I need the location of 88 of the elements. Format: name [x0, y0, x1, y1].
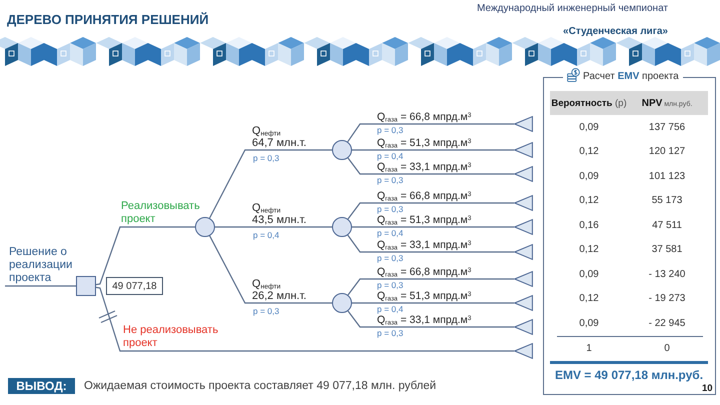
probability-label: p = 0,4: [253, 230, 280, 240]
table-cell-text: 37 581: [650, 244, 684, 256]
branch-label: Реализовывать проект: [121, 200, 201, 226]
end-triangle: [514, 295, 533, 311]
branch-line: [5, 285, 76, 287]
probability-label: p = 0,4: [377, 304, 404, 314]
table-cell-text: 0,12: [578, 293, 600, 304]
end-triangle: [514, 116, 533, 132]
table-cell-text: 0,09: [578, 122, 600, 133]
branch-line: [347, 123, 514, 142]
branch-line: [348, 310, 514, 328]
decision-label: Решение о реализации проекта: [9, 246, 74, 285]
end-triangle: [514, 166, 533, 182]
branch-line: [96, 226, 195, 286]
outcome-label: Q$_{газа}$ = 51,3 мпрд.м$^{3}$: [377, 290, 472, 302]
table-cell-text: - 19 273: [648, 293, 686, 304]
table-cell-text: 47 511: [651, 220, 683, 231]
panel-heading: Расчет EMV проекта: [583, 70, 679, 84]
table-cell-text: 0,12: [578, 244, 600, 256]
outcome-label: Q$_{газа}$ = 66,8 мпрд.м$^{3}$: [377, 111, 472, 123]
chance-circle: [332, 293, 352, 313]
outcome-label: Q$_{нефти}$ 64,7 млн.т.: [252, 125, 308, 149]
total-cell-text: 1: [585, 343, 593, 354]
column-header: Вероятность (p): [550, 98, 628, 108]
outcome-label: Q$_{газа}$ = 33,1 мпрд.м$^{3}$: [377, 161, 472, 173]
end-triangle: [514, 244, 533, 260]
table-cell-text: - 22 945: [648, 318, 686, 329]
branch-line: [347, 234, 514, 253]
probability-label: p = 0,3: [377, 175, 404, 185]
conclusion-badge: ВЫВОД:: [8, 378, 75, 394]
probability-label: p = 0,3: [377, 204, 404, 214]
probability-label: p = 0,3: [253, 153, 280, 163]
emv-result: EMV = 49 077,18 млн.руб.: [554, 368, 704, 382]
outcome-label: Q$_{газа}$ = 66,8 мпрд.м$^{3}$: [377, 190, 472, 202]
probability-label: p = 0,3: [253, 306, 280, 316]
table-cell-text: 0,12: [578, 146, 600, 158]
table-cell-text: 120 127: [648, 146, 686, 158]
letterhead-text: «Студенческая лига»: [563, 26, 668, 38]
total-cell-text: 0: [663, 343, 671, 354]
branch-line: [96, 286, 514, 352]
table-cell-text: 101 123: [648, 170, 686, 182]
end-triangle: [514, 271, 533, 287]
branch-line: [348, 202, 514, 220]
outcome-label: Q$_{газа}$ = 51,3 мпрд.м$^{3}$: [377, 137, 472, 149]
table-cell-text: 0,09: [578, 318, 600, 329]
probability-label: p = 0,3: [377, 125, 404, 135]
branch-line: [352, 226, 514, 228]
table-cell-text: 0,12: [578, 195, 600, 206]
value-box: 49 077,18: [106, 277, 163, 295]
branch-line: [352, 302, 514, 304]
outcome-label: Q$_{нефти}$ 43,5 млн.т.: [252, 202, 308, 226]
branch-line: [352, 149, 514, 151]
outcome-label: Q$_{нефти}$ 26,2 млн.т.: [252, 278, 308, 302]
table-cell-text: 0,09: [578, 170, 600, 182]
chance-circle: [332, 140, 352, 160]
page-number: 10: [702, 384, 713, 394]
branch-label: Не реализовывать проект: [123, 324, 220, 350]
probability-label: p = 0,3: [377, 253, 404, 263]
chance-circle: [195, 217, 215, 237]
table-cell-text: 55 173: [650, 195, 684, 206]
branch-line: [215, 226, 332, 228]
outcome-label: Q$_{газа}$ = 33,1 мпрд.м$^{3}$: [377, 314, 472, 326]
end-triangle: [514, 195, 533, 211]
table-cell-text: - 13 240: [648, 268, 686, 280]
end-triangle: [514, 319, 533, 335]
end-triangle: [514, 142, 533, 158]
slide-title: ДЕРЕВО ПРИНЯТИЯ РЕШЕНИЙ: [7, 12, 209, 28]
decision-square: [76, 276, 96, 296]
table-cell-text: 137 756: [648, 122, 686, 133]
probability-label: p = 0,4: [377, 228, 404, 238]
emv-panel: [543, 67, 716, 395]
letterhead-text: Международный инженерный чемпионат: [476, 3, 668, 15]
conclusion-text: Ожидаемая стоимость проекта составляет 49 077,18 млн. рублей: [84, 379, 436, 393]
table-cell-text: 0,09: [578, 268, 600, 280]
probability-label: p = 0,4: [377, 151, 404, 161]
branch-line: [209, 236, 332, 304]
branch-line: [348, 158, 514, 175]
end-triangle: [514, 219, 533, 235]
outcome-label: Q$_{газа}$ = 51,3 мпрд.м$^{3}$: [377, 214, 472, 226]
outcome-label: Q$_{газа}$ = 33,1 мпрд.м$^{3}$: [377, 239, 472, 251]
branch-line: [209, 149, 332, 218]
table-cell-text: 0,16: [578, 220, 600, 231]
outcome-label: Q$_{газа}$ = 66,8 мпрд.м$^{3}$: [377, 266, 472, 278]
branch-line: [348, 278, 514, 296]
probability-label: p = 0,3: [377, 280, 404, 290]
probability-label: p = 0,3: [377, 328, 404, 338]
chance-circle: [332, 217, 352, 237]
end-triangle: [514, 343, 533, 359]
